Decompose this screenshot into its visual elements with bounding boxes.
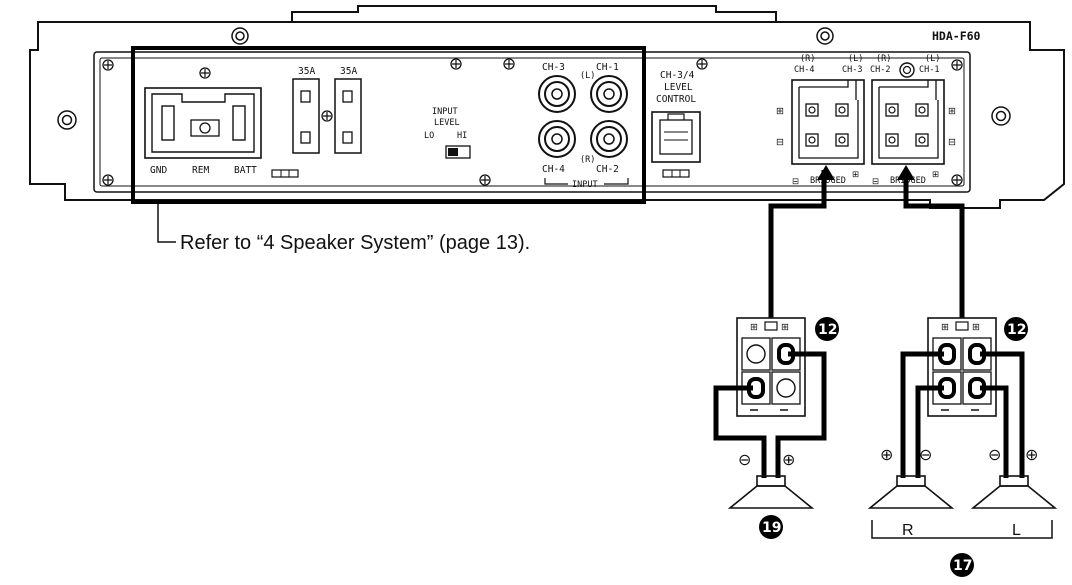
- marker-19-text: 19: [762, 520, 781, 536]
- out34-r-tag: (R): [800, 54, 815, 64]
- input-level-lo: LO: [424, 131, 434, 141]
- screw-icon: [816, 27, 834, 45]
- out34-l-tag: (L): [848, 54, 863, 64]
- level-control-line1: CH-3/4: [660, 70, 695, 81]
- out12-r-tag: (R): [876, 54, 891, 64]
- rca-input-label: INPUT: [572, 180, 598, 190]
- pair-l-plus: ⊕: [1025, 447, 1038, 464]
- conn-right-plus-1: ⊞: [941, 322, 949, 333]
- conn-left-plus-2: ⊞: [781, 322, 789, 333]
- amplifier-chassis: HDA-F60: [29, 5, 1065, 209]
- screw-icon: [102, 174, 114, 186]
- rca-ch4-label: CH-4: [542, 164, 565, 175]
- speaker-pair-bracket: [871, 520, 1053, 539]
- rca-ch3-label: CH-3: [542, 62, 565, 73]
- fuse-label-1: 35A: [298, 66, 315, 77]
- harness-connector-left: ⊞ ⊞: [736, 317, 806, 417]
- marker-12-left-text: 12: [818, 322, 837, 338]
- highlight-frame: [131, 46, 646, 204]
- rca-jack-icon: [590, 120, 628, 158]
- marker-12-left: 12: [815, 317, 839, 341]
- rca-jack-icon: [590, 75, 628, 113]
- speaker-label-l: L: [1012, 522, 1021, 539]
- screw-icon: [991, 106, 1011, 126]
- rca-ch2-label: CH-2: [596, 164, 619, 175]
- fuse-block: 35A 35A: [271, 66, 362, 178]
- out34-l-ch: CH-3: [842, 65, 862, 75]
- input-level-title-2: LEVEL: [434, 118, 460, 128]
- single-speaker-plus: ⊕: [782, 452, 795, 469]
- conn-right-plus-2: ⊞: [972, 322, 980, 333]
- level-control-jack: CH-3/4 LEVEL CONTROL: [651, 58, 708, 178]
- out12-l-tag: (L): [925, 54, 940, 64]
- input-level-switch: INPUT LEVEL LO HI: [424, 58, 491, 186]
- screw-icon: [951, 174, 963, 186]
- rca-ch1-label: CH-1: [596, 62, 619, 73]
- screw-icon: [231, 27, 249, 45]
- marker-12-right: 12: [1004, 317, 1028, 341]
- conn-left-plus-1: ⊞: [750, 322, 758, 333]
- out12-l-ch: CH-1: [919, 65, 939, 75]
- out34-bridged-minus: ⊟: [792, 176, 799, 186]
- pair-r-minus: ⊖: [919, 447, 932, 464]
- input-level-title-1: INPUT: [432, 107, 458, 117]
- harness-connector-right: ⊞ ⊞: [927, 317, 997, 417]
- model-label: HDA-F60: [932, 29, 981, 43]
- single-speaker-wires: [713, 351, 827, 478]
- wiring-harness: [768, 165, 965, 318]
- marker-19: 19: [759, 515, 783, 539]
- marker-17: 17: [950, 553, 974, 577]
- speaker-label-r: R: [902, 522, 914, 539]
- level-control-line2: LEVEL: [664, 82, 693, 93]
- power-terminal-block: GND REM BATT: [144, 67, 262, 176]
- single-speaker-minus: ⊖: [738, 452, 751, 469]
- pair-speaker-wires: [900, 351, 1025, 478]
- screw-icon: [102, 59, 114, 71]
- marker-17-text: 17: [953, 558, 972, 574]
- out34-r-ch: CH-4: [794, 65, 814, 75]
- speaker-icon: [867, 475, 955, 509]
- out12-bridged-minus: ⊟: [872, 176, 879, 186]
- input-level-hi: HI: [457, 131, 467, 141]
- out12-plus-sign: ⊞: [948, 106, 956, 117]
- rca-right-label: (R): [580, 155, 595, 165]
- gnd-label: GND: [150, 165, 167, 176]
- speaker-output-ch34: (R) CH-4 (L) CH-3 ⊞ ⊟ BRIDGED ⊟ ⊞: [776, 54, 865, 186]
- out12-r-ch: CH-2: [870, 65, 890, 75]
- out34-plus-sign: ⊞: [776, 106, 784, 117]
- rca-jack-icon: [538, 120, 576, 158]
- level-control-line3: CONTROL: [656, 94, 696, 105]
- pair-l-minus: ⊖: [988, 447, 1001, 464]
- out34-bridged-plus: ⊞: [852, 169, 859, 179]
- pair-r-plus: ⊕: [880, 447, 893, 464]
- out12-minus-sign: ⊟: [948, 137, 956, 148]
- marker-12-right-text: 12: [1007, 322, 1026, 338]
- callout-text: Refer to “4 Speaker System” (page 13).: [180, 232, 530, 254]
- rem-label: REM: [192, 165, 209, 176]
- screw-icon: [57, 110, 77, 130]
- out34-bridged: BRIDGED: [810, 176, 846, 186]
- speaker-icon: [727, 475, 815, 509]
- out34-minus-sign: ⊟: [776, 137, 784, 148]
- rca-jack-icon: [538, 75, 576, 113]
- fuse-label-2: 35A: [340, 66, 357, 77]
- out12-bridged-plus: ⊞: [932, 169, 939, 179]
- callout: Refer to “4 Speaker System” (page 13).: [157, 204, 530, 254]
- screw-icon: [951, 59, 963, 71]
- batt-label: BATT: [234, 165, 257, 176]
- speaker-icon: [970, 475, 1058, 509]
- speaker-output-ch12: (R) CH-2 (L) CH-1 ⊞ ⊟ BRIDGED ⊟ ⊞: [870, 54, 956, 186]
- rca-left-label: (L): [580, 71, 595, 81]
- rca-input-block: CH-3 CH-1 (L) (R) CH-4 CH-2 INPUT: [503, 58, 629, 190]
